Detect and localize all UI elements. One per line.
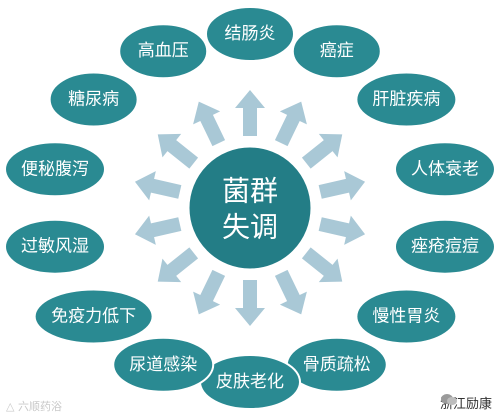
node-label-8: 尿道感染 [129,355,197,375]
arrow-8 [193,269,226,315]
arrow-2 [301,133,343,169]
node-7: 皮肤老化 [199,354,301,410]
node-label-11: 便秘腹泻 [21,159,89,179]
node-1: 癌症 [291,23,382,80]
center-label-line1: 菌群 [222,175,278,208]
node-label-1: 癌症 [320,41,354,61]
node-label-4: 痤疮痘痘 [411,237,479,257]
node-label-6: 骨质疏松 [303,355,371,375]
watermark-right: 浙江励康 [440,393,492,412]
node-11: 便秘腹泻 [4,141,107,198]
arrow-7 [235,280,265,326]
arrow-0 [235,90,265,136]
arrow-3 [318,171,366,201]
node-label-10: 过敏风湿 [21,237,89,257]
arrow-1 [274,101,307,147]
node-5: 慢性胃炎 [355,288,458,345]
arrow-5 [301,247,343,283]
node-8: 尿道感染 [112,336,215,393]
watermark-left: △ 六顺药浴 [6,400,62,413]
node-4: 痤疮痘痘 [393,218,496,275]
node-label-13: 高血压 [138,41,189,61]
node-label-12: 糖尿病 [68,90,119,110]
node-label-9: 免疫力低下 [51,306,136,326]
node-label-2: 肝脏疾病 [372,90,440,110]
node-9: 免疫力低下 [33,288,154,345]
arrow-12 [157,133,199,169]
node-label-5: 慢性胃炎 [372,305,440,326]
node-13: 高血压 [118,23,209,80]
arrow-4 [318,215,366,245]
wechat-icon [440,394,457,405]
arrow-13 [193,101,226,147]
node-0: 结肠炎 [205,6,295,62]
node-2: 肝脏疾病 [355,71,458,128]
arrow-9 [157,247,199,283]
node-10: 过敏风湿 [4,218,107,275]
center-circle [186,144,314,272]
node-12: 糖尿病 [48,71,139,128]
node-label-7: 皮肤老化 [216,372,284,392]
node-label-0: 结肠炎 [225,24,276,44]
node-6: 骨质疏松 [285,336,388,393]
node-label-3: 人体衰老 [411,159,479,179]
center-label-line2: 失调 [222,211,278,244]
arrow-11 [134,171,182,201]
node-3: 人体衰老 [393,141,496,198]
arrow-6 [274,269,307,315]
arrow-10 [134,215,182,245]
